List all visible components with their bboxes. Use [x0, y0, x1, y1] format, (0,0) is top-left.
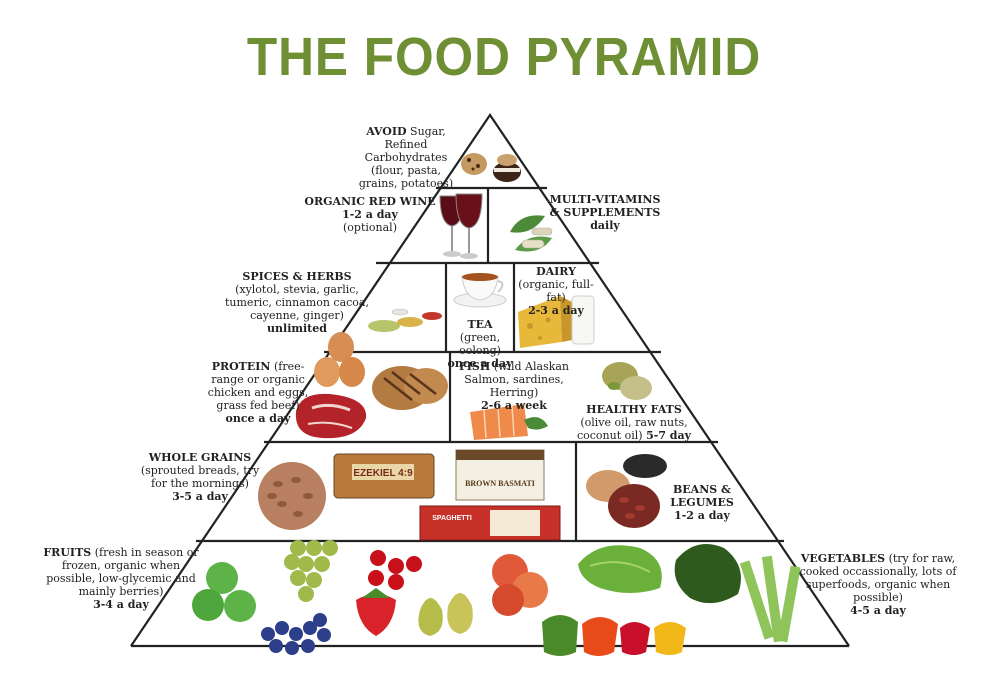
cherries-image — [368, 550, 422, 590]
pyramid-outline — [130, 113, 850, 648]
page-title: THE FOOD PYRAMID — [246, 27, 762, 87]
bread-label: EZEKIEL 4:9 — [353, 468, 413, 479]
dairy-label: DAIRY(organic, full-fat)2-3 a day — [518, 265, 594, 317]
grapes-image — [284, 540, 338, 602]
salmon-image — [470, 404, 548, 440]
whole-grains-label: WHOLE GRAINS(sprouted breads, try for th… — [140, 451, 260, 503]
eggs-image — [314, 332, 365, 387]
pasta-label: SPAGHETTI — [432, 515, 472, 522]
steak-image — [295, 393, 367, 439]
fish-label: FISH (wild Alaskan Salmon, sardines, Her… — [458, 360, 570, 412]
peaches-image — [492, 554, 548, 616]
grilled-chicken-image — [372, 366, 448, 410]
beans-legumes-image — [586, 454, 667, 528]
healthy-fats-label: HEALTHY FATS(olive oil, raw nuts, coconu… — [576, 403, 692, 442]
tea-cup-image — [453, 273, 507, 308]
lettuce-image — [578, 545, 662, 593]
vegetables-label: VEGETABLES (try for raw, cooked occassio… — [799, 552, 957, 617]
supplements-image — [510, 215, 553, 252]
blueberries-image — [261, 613, 331, 655]
spices-image — [368, 308, 442, 332]
bread-package-image: EZEKIEL 4:9 — [333, 453, 435, 499]
rice-label: BROWN BASMATI — [465, 479, 535, 488]
pasta-box-image: SPAGHETTI — [419, 505, 561, 541]
spices-label: SPICES & HERBS(xylotol, stevia, garlic, … — [225, 270, 369, 335]
strawberry-image — [356, 588, 396, 636]
fruits-label: FRUITS (fresh in season or frozen, organ… — [43, 546, 199, 611]
rice-package-image: BROWN BASMATI — [455, 449, 545, 501]
protein-label: PROTEIN (free-range or organic chicken a… — [207, 360, 309, 425]
avoid-label: AVOID Sugar, Refined Carbohydrates (flou… — [358, 125, 454, 190]
wine-glasses-image — [439, 193, 483, 259]
grain-kernels-image — [258, 462, 326, 530]
cookies-image — [461, 153, 521, 182]
tea-label: TEA(green, oolong)once a day — [447, 318, 513, 370]
dairy-image — [518, 295, 595, 348]
peppers-image — [542, 615, 686, 656]
pistachios-image — [602, 362, 652, 400]
kale-image — [674, 544, 741, 604]
celery-image — [739, 555, 801, 643]
pears-image — [418, 593, 473, 636]
apples-image — [192, 562, 256, 622]
